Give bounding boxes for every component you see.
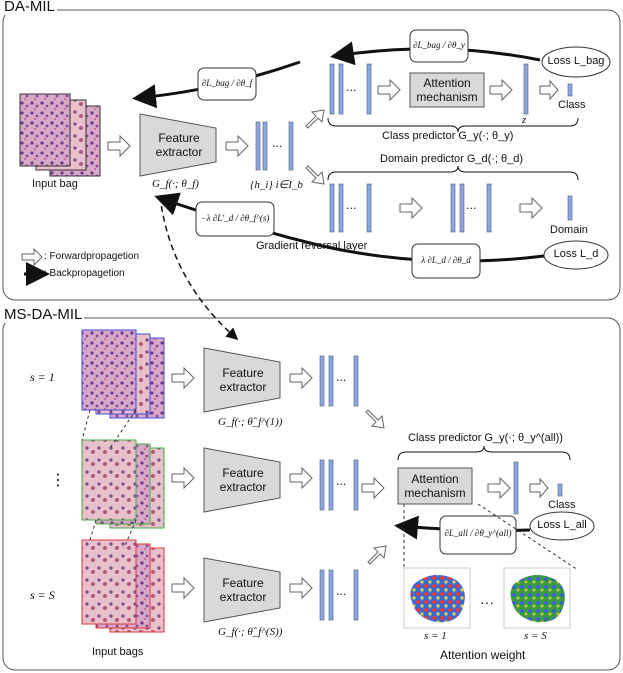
grad-bag-f-box	[197, 67, 257, 101]
fwd-arrow-5	[377, 78, 401, 102]
fwd-arrow-1	[107, 134, 131, 158]
ms-dots-label: ⋮	[50, 472, 66, 489]
grad-d-d-box	[411, 243, 481, 279]
da-attention-shape	[409, 72, 485, 108]
dots-4: ···	[466, 202, 477, 215]
fwd-arrow-4	[305, 165, 325, 185]
z-label: z	[522, 114, 527, 126]
fwd-arrow-9	[519, 196, 543, 220]
ms-s1-label: s = 1	[30, 370, 55, 384]
loss-all-label: Loss L_all	[537, 519, 587, 531]
ms-fe-2-label: Feature extractor	[219, 466, 267, 494]
loss-d-label: Loss L_d	[553, 248, 599, 260]
loss-bag-ellipse	[541, 46, 611, 78]
da-feature-extractor-label: Feature extractor	[155, 131, 203, 159]
da-mil-title: DA-MIL	[2, 0, 57, 15]
ms-sS-label: s = S	[30, 588, 55, 602]
da-mil-frame	[2, 9, 621, 301]
da-input-bag	[19, 93, 101, 177]
grad-bag-y-box	[409, 29, 469, 63]
ms-attention-label: Attention mechanism	[404, 472, 466, 500]
legend-back: : Backpropagetion	[44, 268, 125, 279]
loss-bag-label: Loss L_bag	[547, 55, 605, 67]
legend-forward: : Forwardpropagetion	[44, 251, 140, 262]
transfer-link	[159, 195, 239, 340]
da-class-label: Class	[558, 99, 586, 111]
da-feature-bars	[255, 63, 573, 233]
grad-bag-f-label: ∂L_bag / ∂θ_f	[201, 78, 253, 88]
ms-input-label: Input bags	[92, 646, 144, 658]
ms-func-S: G_f(·; θ̂_f^(S))	[218, 626, 283, 638]
grad-d-f-box	[195, 201, 275, 237]
ms-fe-3-label: Feature extractor	[219, 576, 267, 604]
att-s1-label: s = 1	[424, 630, 447, 642]
svg-text:···: ···	[336, 374, 347, 387]
ms-func-1: G_f(·; θ̂_f^(1))	[218, 416, 283, 428]
ms-class-label: Class	[548, 499, 576, 511]
dots-3: ···	[346, 202, 357, 215]
attention-weight-maps	[403, 567, 571, 629]
domain-brace	[327, 165, 579, 181]
da-input-label: Input bag	[32, 178, 78, 190]
ms-da-mil-frame	[2, 317, 621, 671]
svg-text:···: ···	[336, 478, 347, 491]
da-attention-label: Attention mechanism	[416, 76, 478, 104]
fwd-arrow-2	[225, 134, 249, 158]
class-predictor-label: Class predictor G_y(·; θ_y)	[382, 130, 514, 142]
grad-bag-y-label: ∂L_bag / ∂θ_y	[413, 40, 465, 50]
ms-class-predictor-label: Class predictor G_y(·; θ_y^(all))	[408, 432, 563, 444]
grl-label: Gradient reversal layer	[256, 240, 368, 252]
att-dots-label: ···	[480, 594, 494, 610]
svg-text:···: ···	[336, 588, 347, 601]
grad-all-label: ∂L_all / ∂θ_y^(all)	[444, 528, 512, 538]
domain-label: Domain	[550, 224, 588, 236]
dots-2: ···	[346, 84, 357, 97]
da-feature-set: {h_i} i∈I_b	[250, 179, 303, 191]
loss-d-ellipse	[543, 240, 609, 270]
ms-da-mil-title: MS-DA-MIL	[2, 306, 85, 323]
dots-1: ···	[272, 140, 283, 153]
grad-d-f-label: −λ ∂L′_d / ∂θ_f^(s)	[200, 213, 270, 223]
da-feature-func: G_f(·; θ_f)	[152, 178, 199, 190]
fwd-arrow-7	[539, 79, 559, 101]
domain-predictor-label: Domain predictor G_d(·; θ_d)	[380, 153, 524, 165]
fwd-arrow-3	[305, 109, 325, 129]
att-sS-label: s = S	[524, 630, 547, 642]
legend-fwd-arrow	[21, 247, 43, 267]
class-brace	[327, 117, 579, 133]
fwd-arrow-8	[399, 196, 423, 220]
da-feature-extractor-shape	[139, 113, 217, 177]
ms-fe-1-label: Feature extractor	[219, 366, 267, 394]
fwd-arrow-6	[489, 78, 513, 102]
ms-input-bags	[81, 329, 165, 633]
attention-weight-label: Attention weight	[440, 648, 526, 662]
grad-d-d-label: λ ∂L_d / ∂θ_d	[421, 255, 471, 265]
